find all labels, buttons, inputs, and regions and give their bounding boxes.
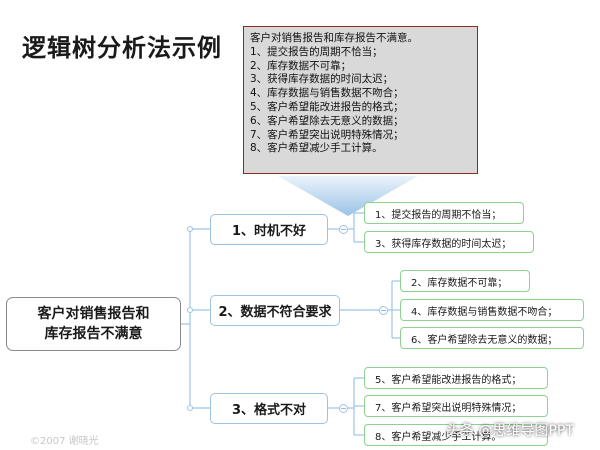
branch-node-format[interactable]: 3、格式不对 [210,393,328,424]
leaf-node[interactable]: 7、客户希望突出说明特殊情况； [364,395,548,417]
leaf-node[interactable]: 6、客户希望除去无意义的数据； [400,327,584,349]
page-title: 逻辑树分析法示例 [22,34,222,62]
note-line: 3、获得库存数据的时间太迟； [250,73,394,86]
root-label-line: 库存报告不满意 [44,326,143,342]
collapse-toggle-icon[interactable]: − [339,404,348,413]
note-line: 5、客户希望能改进报告的格式； [250,100,404,113]
leaf-node[interactable]: 1、提交报告的周期不恰当； [364,202,524,224]
root-node[interactable]: 客户对销售报告和 库存报告不满意 [6,297,181,351]
problem-list-note: 客户对销售报告和库存报告不满意。 1、提交报告的周期不恰当； 2、库存数据不可靠… [243,26,478,174]
branch-node-timing[interactable]: 1、时机不好 [210,214,328,245]
collapse-toggle-icon[interactable]: − [339,225,348,234]
leaf-node[interactable]: 2、库存数据不可靠； [400,270,530,292]
note-line: 客户对销售报告和库存报告不满意。 [250,32,418,44]
collapse-toggle-icon[interactable]: − [379,306,388,315]
copyright-text: ©2007 谢晓光 [30,436,99,447]
branch-node-data[interactable]: 2、数据不符合要求 [210,295,340,326]
root-label-line: 客户对销售报告和 [37,306,150,322]
watermark-text: 头条 @思维导图PPT [446,423,574,439]
leaf-node[interactable]: 3、获得库存数据的时间太迟； [364,231,534,253]
note-line: 1、提交报告的周期不恰当； [250,45,383,58]
note-line: 4、库存数据与销售数据不吻合； [250,87,404,100]
leaf-node[interactable]: 8、客户希望减少手工计算。 [364,424,548,446]
note-line: 7、客户希望突出说明特殊情况； [250,128,404,141]
leaf-node[interactable]: 5、客户希望能改进报告的格式； [364,367,548,389]
note-line: 2、库存数据不可靠； [250,59,352,72]
note-line: 6、客户希望除去无意义的数据； [250,114,404,127]
down-arrow-icon [278,176,418,216]
note-line: 8、客户希望减少手工计算。 [250,142,383,155]
leaf-node[interactable]: 4、库存数据与销售数据不吻合； [400,299,584,321]
